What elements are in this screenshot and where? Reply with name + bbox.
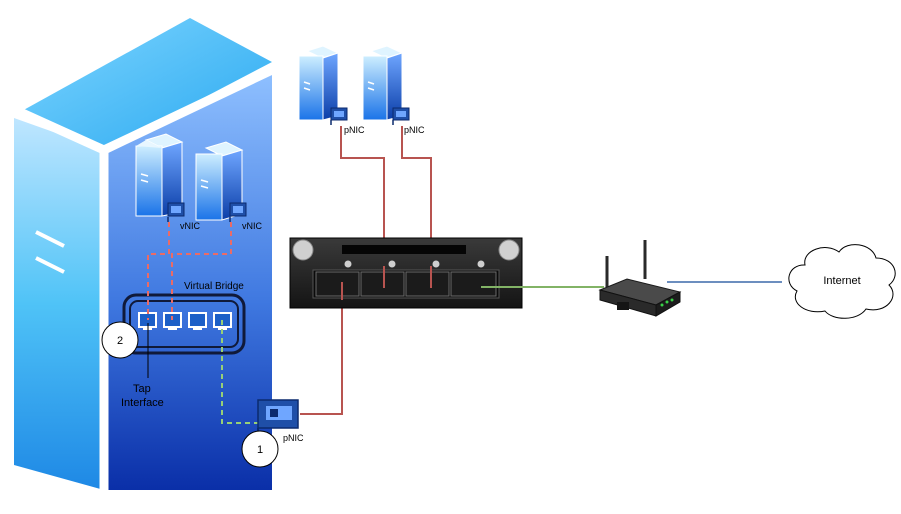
wireless-router-icon bbox=[598, 240, 682, 317]
vnic-card-icon bbox=[229, 202, 247, 222]
network-switch bbox=[289, 237, 523, 309]
pnic-to-switch-link bbox=[300, 288, 343, 415]
vnic-card-icon bbox=[167, 202, 185, 222]
tap-interface-label: Interface bbox=[121, 397, 164, 409]
pnic-label-host: pNIC bbox=[283, 433, 304, 443]
pnic-card-icon bbox=[392, 107, 410, 125]
switch-port bbox=[315, 271, 360, 297]
pnic-card-icon bbox=[330, 107, 348, 125]
switch-port bbox=[405, 271, 450, 297]
physical-server-right bbox=[362, 45, 404, 121]
virtual-bridge-label: Virtual Bridge bbox=[184, 281, 244, 292]
internet-cloud-icon bbox=[788, 244, 896, 319]
pnic-card-icon bbox=[257, 399, 299, 438]
pnic-label-top-right: pNIC bbox=[404, 125, 425, 135]
callout-2-number: 2 bbox=[117, 335, 123, 347]
vnic-to-bridge-link bbox=[147, 222, 170, 320]
switch-port bbox=[360, 271, 405, 297]
callout-1-number: 1 bbox=[257, 444, 263, 456]
host-server-top bbox=[20, 18, 272, 150]
vm-server-left bbox=[135, 133, 184, 217]
host-server bbox=[14, 18, 274, 490]
pnic-label-top-left: pNIC bbox=[344, 125, 365, 135]
pnic-to-switch-link bbox=[340, 126, 385, 288]
bridge-to-pnic-link bbox=[221, 320, 272, 424]
bridge-port bbox=[163, 312, 182, 330]
internet-label: Internet bbox=[823, 275, 860, 287]
host-server-vent bbox=[35, 256, 65, 274]
physical-server-left bbox=[298, 45, 340, 121]
vnic-label-left: vNIC bbox=[180, 221, 201, 231]
tap-interface-label: Tap bbox=[133, 383, 151, 395]
bridge-port bbox=[188, 312, 207, 330]
pnic-to-switch-link bbox=[401, 126, 432, 288]
host-server-side bbox=[14, 118, 104, 490]
switch-port bbox=[450, 271, 497, 297]
host-server-vent bbox=[35, 230, 65, 248]
callout-1 bbox=[241, 430, 279, 468]
callout-2 bbox=[101, 321, 139, 359]
vnic-label-right: vNIC bbox=[242, 221, 263, 231]
